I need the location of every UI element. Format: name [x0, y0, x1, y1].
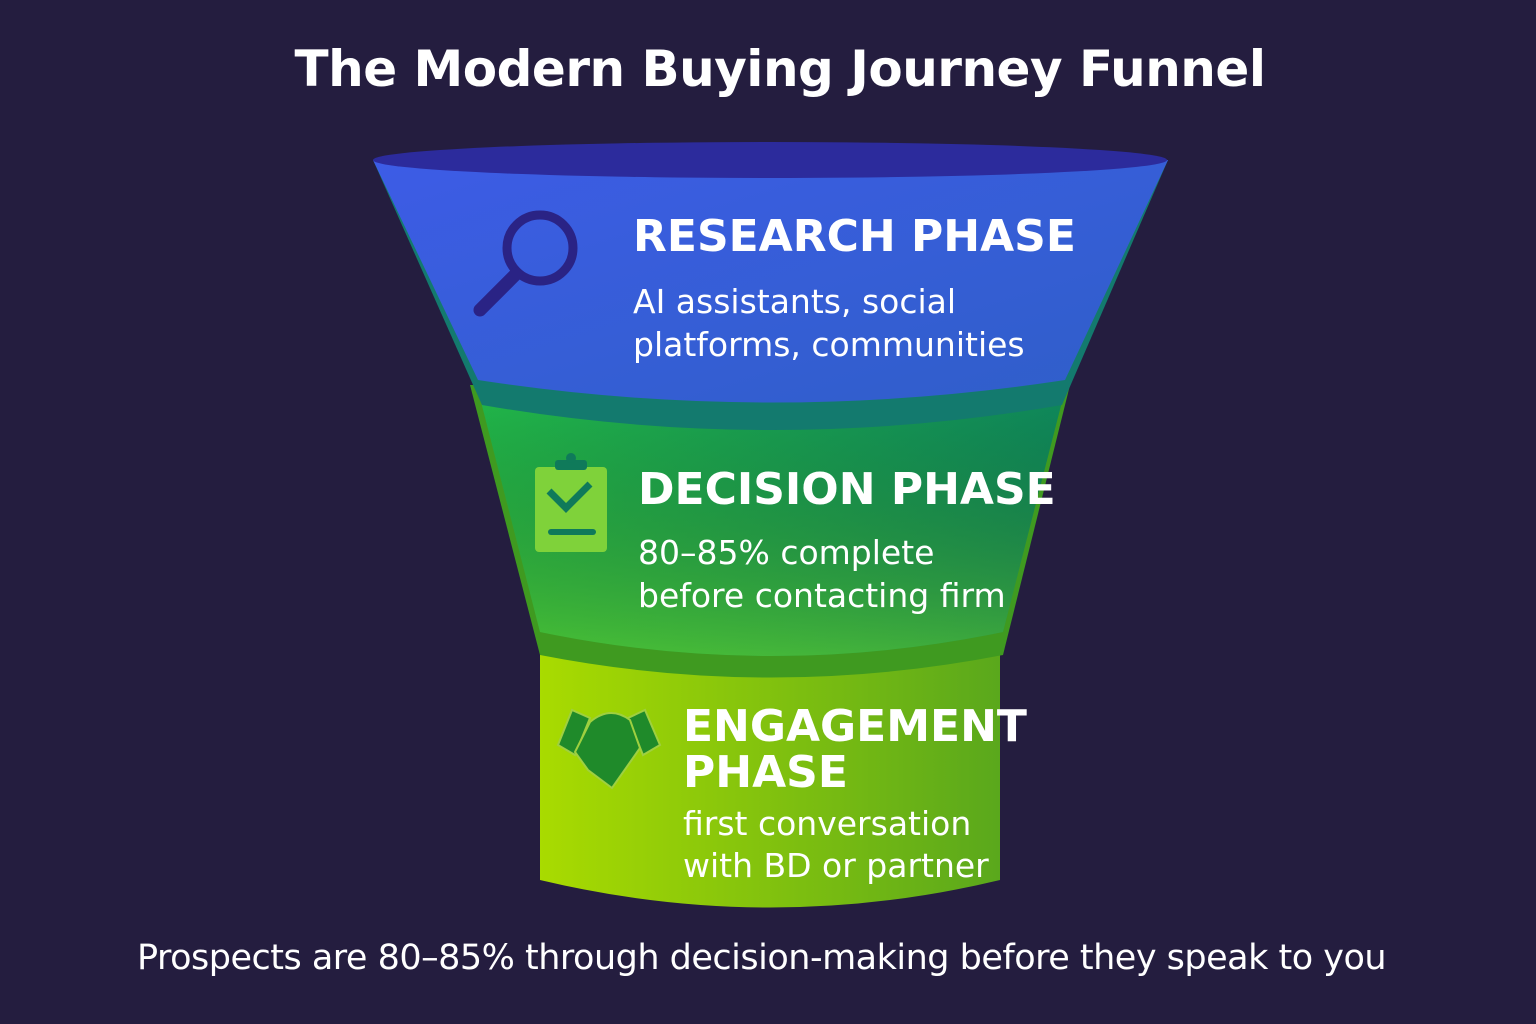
clipboard-check-icon — [535, 453, 607, 552]
decision-line-2: before contacting firm — [638, 576, 1006, 615]
engagement-segment — [540, 625, 1000, 908]
magnifier-icon — [473, 210, 578, 317]
research-line-2: platforms, communities — [633, 325, 1025, 364]
footer-caption: Prospects are 80–85% through decision-ma… — [137, 938, 1387, 978]
engagement-title-line-2: PHASE — [683, 747, 848, 798]
page-title: The Modern Buying Journey Funnel — [294, 40, 1266, 98]
engagement-line-1: first conversation — [683, 804, 972, 843]
decision-title: DECISION PHASE — [638, 464, 1056, 515]
research-line-1: AI assistants, social — [633, 282, 957, 321]
funnel-rim — [373, 142, 1167, 178]
research-segment — [373, 160, 1168, 403]
engagement-title-line-1: ENGAGEMENT — [683, 701, 1027, 752]
engagement-line-2: with BD or partner — [683, 846, 989, 885]
decision-line-1: 80–85% complete — [638, 533, 935, 572]
research-title: RESEARCH PHASE — [633, 211, 1076, 262]
handshake-icon — [556, 708, 662, 790]
